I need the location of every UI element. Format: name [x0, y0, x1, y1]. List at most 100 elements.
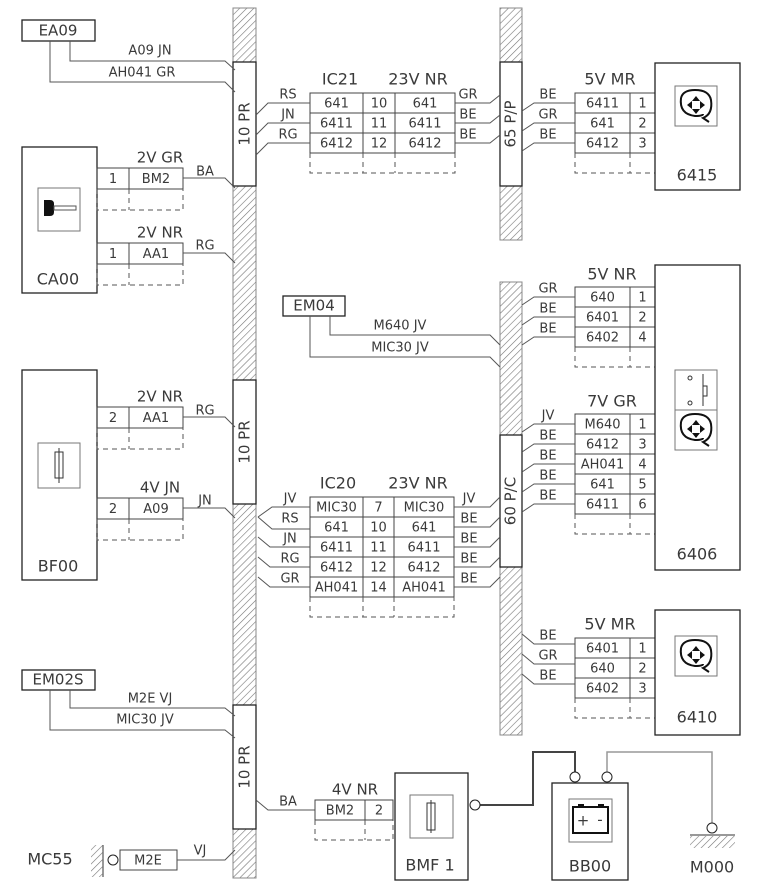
- pin-cell: 641: [324, 97, 349, 112]
- terminal-icon: [569, 771, 581, 783]
- wire-label: BE: [460, 552, 477, 567]
- icon-frame: [674, 85, 718, 127]
- icon-arrows: [687, 646, 705, 664]
- ground-icon: [690, 836, 735, 848]
- pin-cell: 6411: [408, 117, 441, 132]
- pin-cell: 6412: [586, 438, 619, 453]
- wire-label: BE: [539, 302, 556, 317]
- wire-label: GR: [538, 649, 557, 664]
- wire: [257, 576, 310, 588]
- pin-cell: 6411: [586, 97, 619, 112]
- pin-cell: 2: [638, 117, 646, 132]
- battery-minus: -: [597, 811, 602, 829]
- wire: [521, 102, 575, 112]
- wire: [521, 296, 575, 306]
- wire: [257, 516, 310, 530]
- wire: [454, 556, 501, 568]
- pin-cell: 641: [324, 521, 349, 536]
- wire: [521, 122, 575, 132]
- wire: [309, 316, 501, 368]
- pin-cell: 1: [638, 642, 646, 657]
- pin-cell: 6411: [320, 117, 353, 132]
- pin-cell: 2: [638, 662, 646, 677]
- pin-cell: AH041: [402, 581, 445, 596]
- connector-type: 5V MR: [584, 70, 635, 89]
- switch-contact: [687, 400, 693, 406]
- connector-type: 23V NR: [388, 474, 447, 493]
- component-bf00-label: BF00: [38, 557, 79, 576]
- wire-label: GR: [538, 108, 557, 123]
- splice-box-splice_bot: [232, 704, 257, 830]
- wire-label: MIC30 JV: [371, 341, 429, 356]
- wire: [521, 443, 575, 453]
- component-ca00: [21, 146, 98, 294]
- pin-cell: 1: [638, 97, 646, 112]
- wire-label: BE: [459, 128, 476, 143]
- connector-type: 4V JN: [140, 479, 180, 497]
- pin-cell: BM2: [326, 804, 354, 819]
- splice-box-splice_top: [232, 61, 257, 187]
- wire-label: VJ: [194, 844, 207, 859]
- battery-terminal: [578, 804, 584, 808]
- wire-label: BE: [539, 128, 556, 143]
- wire: [454, 496, 501, 508]
- connector-type: 2V NR: [137, 388, 183, 406]
- ground-icon: [91, 845, 103, 877]
- key-icon-frame: [37, 187, 81, 232]
- bmf1-c-row: [314, 799, 394, 821]
- pin-cell: 2: [375, 804, 383, 819]
- wire: [183, 416, 236, 428]
- wire-label: RS: [279, 88, 296, 103]
- bus-pc-box: [499, 434, 523, 568]
- pin-cell: 10: [371, 97, 388, 112]
- wire-label: JN: [197, 494, 212, 509]
- component-em02s: [21, 669, 96, 691]
- pin-cell: AH041: [315, 581, 358, 596]
- component-ca00-label: CA00: [37, 270, 79, 289]
- wire-label: JV: [541, 409, 555, 424]
- component-6406: [654, 264, 741, 571]
- wire-label: BE: [539, 429, 556, 444]
- pin-cell: 6411: [586, 498, 619, 513]
- pin-cell: 6411: [320, 541, 353, 556]
- terminal-icon: [601, 771, 613, 783]
- wire-label: BA: [279, 795, 297, 810]
- wire-label: RG: [280, 552, 299, 567]
- spare-row: [314, 820, 394, 841]
- wire: [521, 463, 575, 473]
- wire: [521, 336, 575, 346]
- icon-frame: [568, 798, 613, 843]
- pin-cell: 6412: [320, 561, 353, 576]
- bus-pp-box: [499, 61, 523, 187]
- key-blade: [53, 205, 77, 211]
- wire-label: RG: [195, 404, 214, 419]
- pin-cell: 1: [638, 418, 646, 433]
- wire-label: BE: [539, 629, 556, 644]
- pin-cell: 3: [638, 682, 646, 697]
- pin-cell: 640: [590, 662, 615, 677]
- connector-name: IC21: [322, 70, 358, 89]
- wire: [255, 122, 310, 136]
- component-6410-label: 6410: [677, 708, 718, 727]
- actuator-icon: [674, 409, 718, 451]
- pin-cell: AA1: [143, 247, 169, 262]
- spare-row: [96, 519, 184, 541]
- battery-terminal: [598, 804, 604, 808]
- wire-label: RG: [278, 128, 297, 143]
- pin-cell: 6412: [320, 137, 353, 152]
- switch-lever: [702, 374, 708, 406]
- wire-label: BE: [539, 669, 556, 684]
- wire-label: JN: [282, 532, 297, 547]
- wire: [455, 134, 501, 144]
- splice-label: 10 PR: [236, 102, 254, 145]
- pin-cell: 10: [370, 521, 387, 536]
- icon-arrows: [687, 420, 705, 438]
- wire-label: RS: [281, 512, 298, 527]
- wire: [257, 506, 310, 518]
- pin-cell: A09: [143, 502, 168, 517]
- component-6406-label: 6406: [677, 545, 718, 564]
- component-mc55-label: MC55: [27, 850, 72, 869]
- wire-label: JV: [283, 492, 297, 507]
- wire-label: AH041 GR: [109, 66, 176, 81]
- battery-body: [572, 806, 609, 834]
